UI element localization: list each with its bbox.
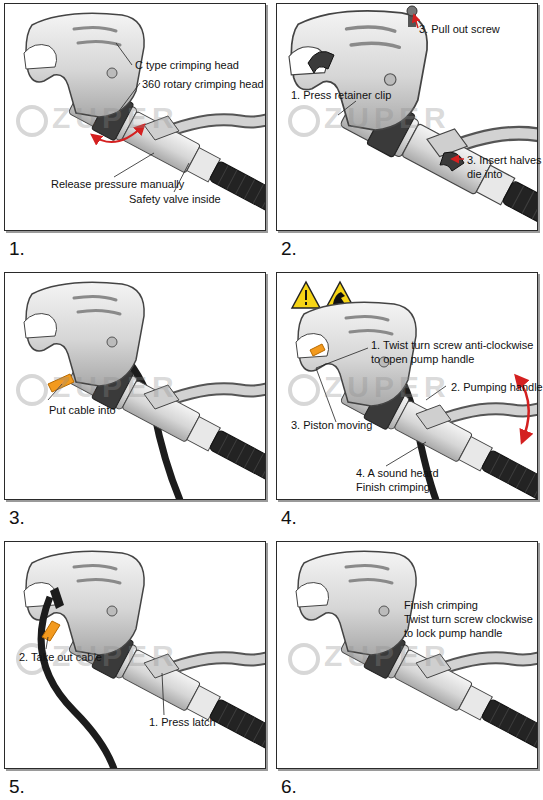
watermark-logo	[290, 107, 318, 135]
step-number: 2.	[281, 238, 297, 260]
watermark-logo	[290, 645, 318, 673]
hand-mark	[333, 292, 345, 304]
crimping-tool	[289, 11, 543, 264]
leader-line	[386, 442, 426, 466]
panel-art	[290, 551, 543, 771]
leader-line	[46, 637, 48, 649]
panel-art	[18, 282, 308, 502]
leader-line	[316, 348, 368, 368]
warning-mark	[305, 290, 307, 305]
watermark-logo	[290, 376, 318, 404]
callout-text: 1. Press retainer clip	[291, 89, 391, 103]
cable-lug	[310, 344, 325, 356]
panel-art	[289, 6, 543, 264]
watermark: ZUPER	[324, 370, 451, 404]
panel-art	[290, 282, 543, 523]
callout-text: Finish crimping	[404, 599, 478, 613]
callout-text: 2. Pumping handle	[451, 381, 543, 395]
leader-line	[114, 153, 154, 177]
callout-text: 4. A sound heard Finish crimping	[356, 467, 446, 495]
callout-text: Safety valve inside	[129, 193, 221, 207]
callout-text: C type crimping head	[135, 59, 239, 73]
step-number: 3.	[9, 507, 25, 529]
screw-head	[407, 6, 417, 16]
callout-text: 1. Twist turn screw anti-clockwise to op…	[371, 339, 539, 367]
crimping-tool	[296, 302, 543, 522]
watermark: ZUPER	[52, 101, 179, 135]
crimping-tool	[296, 551, 543, 771]
callout-text: 3. Pull out screw	[419, 23, 500, 37]
step-number: 6.	[281, 776, 297, 798]
step-number: 1.	[9, 238, 25, 260]
pull-arrow	[414, 15, 418, 28]
callout-text: 3. Insert halves die into	[467, 154, 543, 182]
step-number: 4.	[281, 507, 297, 529]
watermark-logo	[18, 376, 46, 404]
watermark-logo	[18, 107, 46, 135]
watermark: ZUPER	[52, 370, 179, 404]
callout-text: Put cable into	[49, 404, 116, 418]
callout-text: Twist turn screw clockwise to lock pump …	[404, 613, 536, 641]
watermark: ZUPER	[324, 101, 451, 135]
panel-art	[18, 13, 308, 233]
watermark: ZUPER	[52, 639, 179, 673]
leader-line	[162, 673, 164, 715]
watermark: ZUPER	[324, 639, 451, 673]
cable-lug	[42, 621, 60, 641]
warning-sign	[292, 282, 320, 308]
die-half	[308, 51, 334, 73]
die-half	[440, 152, 464, 171]
callout-text: Release pressure manually	[51, 178, 184, 192]
step-number: 5.	[9, 776, 25, 798]
insert-arrow	[452, 158, 464, 160]
panel-art	[18, 551, 308, 771]
callout-text: 1. Press latch	[149, 716, 216, 730]
cable	[41, 597, 114, 769]
leader-line	[116, 43, 132, 65]
callout-text: 360 rotary crimping head	[142, 78, 264, 92]
callout-text: 3. Piston moving	[291, 419, 372, 433]
cable-end	[50, 587, 64, 609]
